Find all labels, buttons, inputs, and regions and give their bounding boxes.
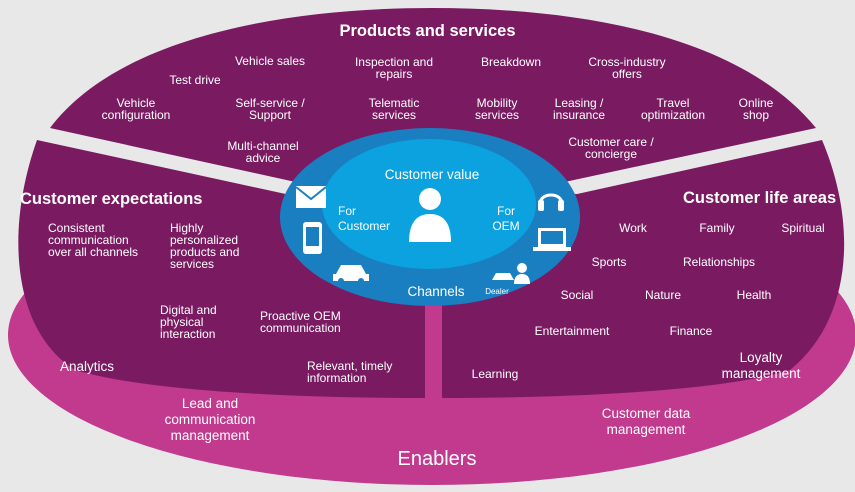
product-item: Telematic services xyxy=(368,96,420,122)
enabler-item: Lead and communication management xyxy=(164,396,256,443)
dealer-icon xyxy=(492,263,530,284)
channels-label: Channels xyxy=(407,284,465,299)
product-item: Travel optimization xyxy=(640,96,706,122)
customer-value-label: Customer value xyxy=(384,167,480,182)
expectation-item: Proactive OEM communication xyxy=(260,309,341,335)
life-area-item: Relationships xyxy=(682,255,756,269)
product-item: Inspection and repairs xyxy=(354,55,434,81)
life-area-item: Social xyxy=(560,288,594,302)
enabler-item: Customer data management xyxy=(601,406,691,437)
product-item: Test drive xyxy=(169,73,221,87)
life-area-item: Sports xyxy=(591,255,627,269)
life-area-item: Nature xyxy=(644,288,682,302)
product-item: Vehicle configuration xyxy=(101,96,171,122)
life-area-item: Entertainment xyxy=(534,324,610,338)
mail-icon xyxy=(296,186,326,208)
product-item: Breakdown xyxy=(480,55,542,69)
life-area-item: Health xyxy=(736,288,772,302)
life-areas-title: Customer life areas xyxy=(683,189,837,207)
product-item: Multi-channel advice xyxy=(227,139,299,165)
life-area-item: Finance xyxy=(669,324,713,338)
product-item: Vehicle sales xyxy=(234,54,306,68)
life-areas-segment xyxy=(442,140,845,398)
products-segment xyxy=(50,8,816,183)
expectation-item: Highly personalized products and service… xyxy=(170,221,240,271)
life-area-item: Work xyxy=(619,221,647,235)
enabler-item: Loyalty management xyxy=(721,350,801,381)
product-item: Mobility services xyxy=(474,96,519,122)
for-customer-label: For Customer xyxy=(338,204,391,233)
products-title: Products and services xyxy=(339,22,516,40)
product-item: Customer care / concierge xyxy=(568,135,654,161)
enablers-title: Enablers xyxy=(397,448,477,470)
life-area-item: Family xyxy=(699,221,735,235)
expectation-item: Relevant, timely information xyxy=(307,359,393,385)
life-area-item: Spiritual xyxy=(781,221,825,235)
product-item: Self-service / Support xyxy=(235,96,305,122)
for-oem-label: For OEM xyxy=(492,204,520,233)
expectation-item: Consistent communication over all channe… xyxy=(48,221,139,259)
expectations-segment xyxy=(18,140,426,398)
enabler-item: Analytics xyxy=(59,359,115,374)
phone-icon xyxy=(303,222,322,254)
car-icon xyxy=(333,265,369,284)
headphones-icon xyxy=(538,193,564,211)
life-area-item: Learning xyxy=(471,367,519,381)
product-item: Cross-industry offers xyxy=(588,55,666,81)
product-item: Online shop xyxy=(738,96,774,122)
laptop-icon xyxy=(533,228,571,251)
expectation-item: Digital and physical interaction xyxy=(160,303,217,341)
product-item: Leasing / insurance xyxy=(552,96,606,122)
person-icon xyxy=(409,188,451,242)
dealer-label: Dealer xyxy=(485,287,509,296)
expectations-title: Customer expectations xyxy=(20,190,203,208)
